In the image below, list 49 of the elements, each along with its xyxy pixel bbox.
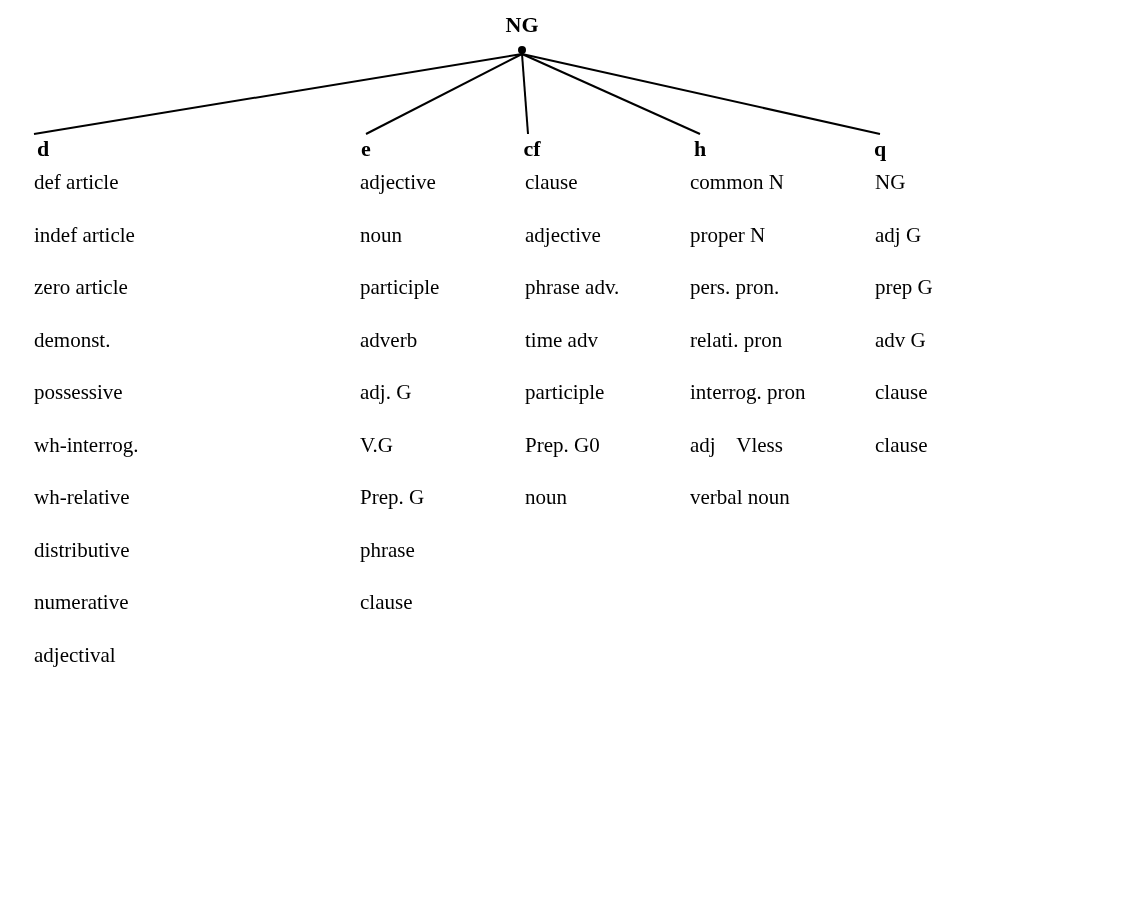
tree-node-label: NG	[492, 10, 552, 54]
category-item: participle	[525, 382, 605, 403]
tree-node-label: e	[346, 134, 386, 164]
category-item: Prep. G	[360, 487, 425, 508]
category-item: adv G	[875, 329, 926, 351]
category-item: phrase adv.	[525, 277, 620, 298]
category-item: adverb	[360, 329, 418, 351]
category-item: verbal noun	[690, 487, 790, 508]
category-item: numerative	[34, 592, 129, 613]
tree-branch-line	[521, 53, 701, 135]
category-item: zero article	[34, 277, 128, 298]
category-item: def article	[34, 172, 119, 193]
category-item: interrog. pron	[690, 382, 806, 403]
category-item: Prep. G0	[525, 434, 600, 456]
tree-node-label: q	[860, 134, 900, 164]
category-item: adjectival	[34, 644, 116, 666]
category-item: prep G	[875, 277, 933, 298]
category-item: common N	[690, 172, 784, 193]
category-item: demonst.	[34, 329, 111, 351]
tree-branch-line	[521, 53, 529, 135]
category-item: adj Vless	[690, 434, 783, 456]
tree-node-label: h	[680, 134, 720, 164]
tree-branch-line	[521, 53, 881, 135]
tree-node-label: cf	[512, 134, 552, 164]
tree-node-label: d	[28, 134, 58, 164]
category-item: relati. pron	[690, 329, 783, 351]
category-item: V.G	[360, 434, 393, 456]
tree-branch-line	[365, 53, 523, 135]
category-item: clause	[875, 382, 928, 403]
category-item: phrase	[360, 539, 415, 561]
category-item: pers. pron.	[690, 277, 780, 298]
category-item: wh-interrog.	[34, 434, 139, 456]
category-item: adj. G	[360, 382, 412, 403]
category-item: noun	[360, 224, 402, 246]
category-item: clause	[875, 434, 928, 456]
category-item: noun	[525, 487, 567, 508]
category-item: participle	[360, 277, 440, 298]
category-item: adj G	[875, 224, 922, 246]
category-item: adjective	[360, 172, 436, 193]
category-item: possessive	[34, 382, 123, 403]
category-item: clause	[525, 172, 578, 193]
category-item: proper N	[690, 224, 766, 246]
category-item: adjective	[525, 224, 601, 246]
category-item: time adv	[525, 329, 598, 351]
category-item: indef article	[34, 224, 135, 246]
category-item: wh-relative	[34, 487, 130, 508]
category-item: distributive	[34, 539, 130, 561]
category-item: clause	[360, 592, 413, 613]
category-item: NG	[875, 172, 906, 193]
